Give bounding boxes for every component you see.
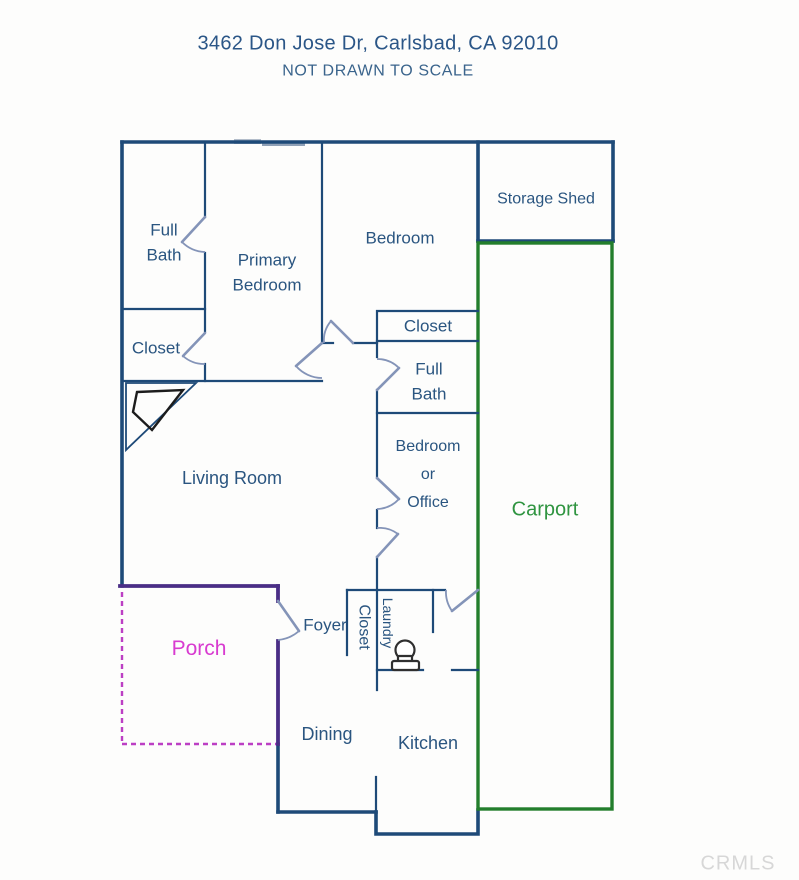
room-label-foyer: Foyer	[303, 615, 347, 635]
room-label-carport: Carport	[511, 498, 579, 521]
room-label-laundry: Laundry	[380, 597, 397, 649]
interior-walls	[120, 140, 480, 814]
room-label-primary-bedroom: Primary Bedroom	[232, 250, 302, 294]
room-label-closet-mid: Closet	[403, 316, 453, 336]
toilet-icon	[390, 639, 421, 672]
room-label-closet-left: Closet	[131, 338, 181, 358]
carport-outline	[476, 241, 614, 811]
room-label-full-bath-mid: Full Bath	[411, 359, 447, 403]
room-label-kitchen: Kitchen	[397, 732, 459, 753]
room-label-bedroom-or-office: Bedroom or Office	[395, 438, 461, 511]
page-title: 3462 Don Jose Dr, Carlsbad, CA 92010	[197, 32, 559, 55]
exterior-walls	[120, 140, 615, 836]
page-subtitle: NOT DRAWN TO SCALE	[282, 62, 474, 80]
fireplace-icon	[125, 382, 199, 453]
room-label-porch: Porch	[171, 636, 227, 660]
room-label-bedroom: Bedroom	[365, 228, 435, 248]
room-label-dining: Dining	[301, 723, 353, 744]
room-label-storage-shed: Storage Shed	[497, 190, 595, 208]
room-label-closet-hall: Closet	[355, 604, 373, 650]
porch-outline	[118, 584, 280, 746]
door-swings	[180, 215, 480, 641]
crmls-watermark: CRMLS	[700, 852, 776, 875]
room-label-living-room: Living Room	[181, 467, 283, 488]
room-label-full-bath-left: Full Bath	[146, 220, 182, 264]
